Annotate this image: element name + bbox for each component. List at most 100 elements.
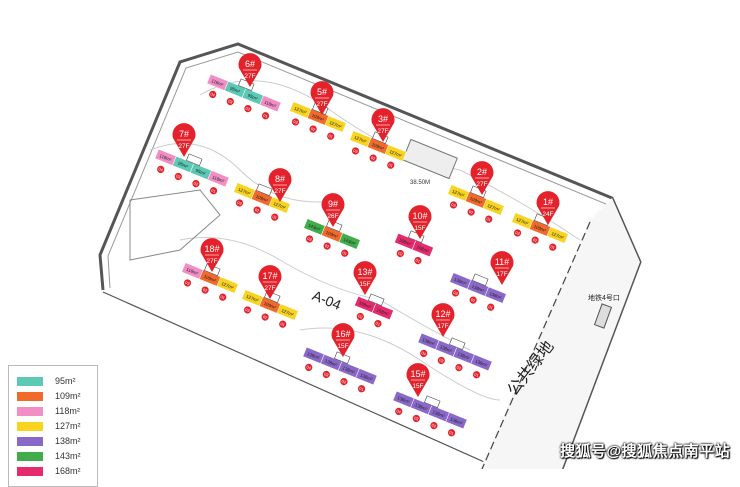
legend-swatch xyxy=(17,436,43,446)
building-pin[interactable]: 12#17F xyxy=(431,303,455,337)
building-pin[interactable]: 9#26F xyxy=(321,193,345,227)
unit-area-label: 109m² xyxy=(533,224,547,234)
legend-swatch xyxy=(17,421,43,431)
unit-number-badge xyxy=(549,243,557,251)
unit-area-label: 138m² xyxy=(324,358,338,368)
legend-label: 118m² xyxy=(55,406,80,416)
unit-number: 02 xyxy=(357,313,364,320)
unit-number-badge xyxy=(305,363,313,371)
unit-area-label: 127m² xyxy=(281,308,295,318)
building-pin[interactable]: 5#27F xyxy=(310,81,334,115)
unit-number-badge xyxy=(449,201,458,209)
building-pin[interactable]: 3#27F xyxy=(371,108,395,142)
unit-number-badge xyxy=(219,293,227,301)
unit-number-badge xyxy=(420,349,428,357)
public-green-area xyxy=(480,198,640,469)
unit-number-badge xyxy=(472,371,481,379)
unit-area-label: 138m² xyxy=(307,351,321,361)
legend-label: 168m² xyxy=(55,466,81,476)
metro-entrance-label: 地铁4号口 xyxy=(588,295,620,302)
unit-number-badge xyxy=(323,242,331,250)
unit-number-badge xyxy=(261,112,270,120)
watermark: 搜狐号@搜狐焦点南平站 xyxy=(560,443,731,460)
unit-block xyxy=(482,198,505,216)
unit-number: 03 xyxy=(515,230,522,237)
building-pin[interactable]: 7# 27F xyxy=(172,123,196,157)
unit-number-badge xyxy=(437,356,445,365)
building-floors: 27F xyxy=(178,143,189,150)
unit-number: 02 xyxy=(310,126,317,133)
clubhouse-building: 38.50M xyxy=(402,138,458,186)
unit-number-badge xyxy=(243,306,252,314)
building-pin[interactable]: 15#15F xyxy=(406,363,430,397)
building-pin[interactable]: 11#17F xyxy=(490,251,514,285)
building-number: 5# xyxy=(317,87,327,97)
unit-area-label: 109m² xyxy=(263,301,277,311)
building-pin[interactable]: 10#15F xyxy=(408,205,432,239)
unit-number-badge xyxy=(485,215,493,223)
unit-number: 01 xyxy=(486,216,493,223)
legend-label: 127m² xyxy=(55,421,81,431)
legend-swatch xyxy=(17,466,43,476)
unit-area-label: 109m² xyxy=(325,230,339,240)
building-floors: 27F xyxy=(206,258,217,265)
unit-block xyxy=(470,354,493,372)
unit-number: 01 xyxy=(359,386,366,393)
unit-number-badge xyxy=(322,370,330,379)
unit-number-badge xyxy=(157,165,165,173)
unit-area-label: 118m² xyxy=(159,153,173,162)
building-number: 6# xyxy=(245,59,255,69)
building-pin[interactable]: 17#27F xyxy=(258,265,282,299)
legend-label: 109m² xyxy=(55,391,81,401)
unit-block xyxy=(445,412,468,430)
building-pin[interactable]: 8#27F xyxy=(268,168,292,202)
unit-number: 01 xyxy=(272,214,279,221)
unit-number: 02 xyxy=(532,237,539,244)
building-floors: 27F xyxy=(264,285,275,292)
unit-number: 02 xyxy=(245,105,252,112)
building-pin[interactable]: 18#27F xyxy=(200,238,224,272)
building-number: 12# xyxy=(435,309,450,319)
legend-swatch xyxy=(17,406,43,416)
unit-number-badge xyxy=(374,320,382,328)
building-pin[interactable]: 16#15F xyxy=(331,323,355,357)
building-floors: 26F xyxy=(327,213,338,220)
unit-number-badge xyxy=(357,385,366,393)
stair-core xyxy=(256,183,273,197)
unit-block xyxy=(484,286,507,304)
building-pin[interactable]: 1#24F xyxy=(536,191,560,225)
unit-number: 01 xyxy=(220,294,227,301)
unit-number-badge xyxy=(209,187,218,195)
unit-area-label: 168m² xyxy=(358,300,372,310)
unit-area-label: 138m² xyxy=(489,291,503,301)
building-floors: 27F xyxy=(244,73,255,80)
unit-area-label: 138m² xyxy=(414,402,428,412)
unit-area-label: 138m² xyxy=(342,365,356,375)
building-number: 7# xyxy=(179,129,189,139)
building-pin[interactable]: 13#15F xyxy=(353,261,377,295)
building-pin[interactable]: 6# 27F xyxy=(238,53,262,87)
unit-number: 02 xyxy=(470,297,477,304)
unit-number: 03 xyxy=(453,290,460,297)
building-floors: 27F xyxy=(274,188,285,195)
building-pin[interactable]: 2#27F xyxy=(470,161,494,195)
unit-block xyxy=(546,226,569,244)
building-floors: 17F xyxy=(496,271,507,278)
